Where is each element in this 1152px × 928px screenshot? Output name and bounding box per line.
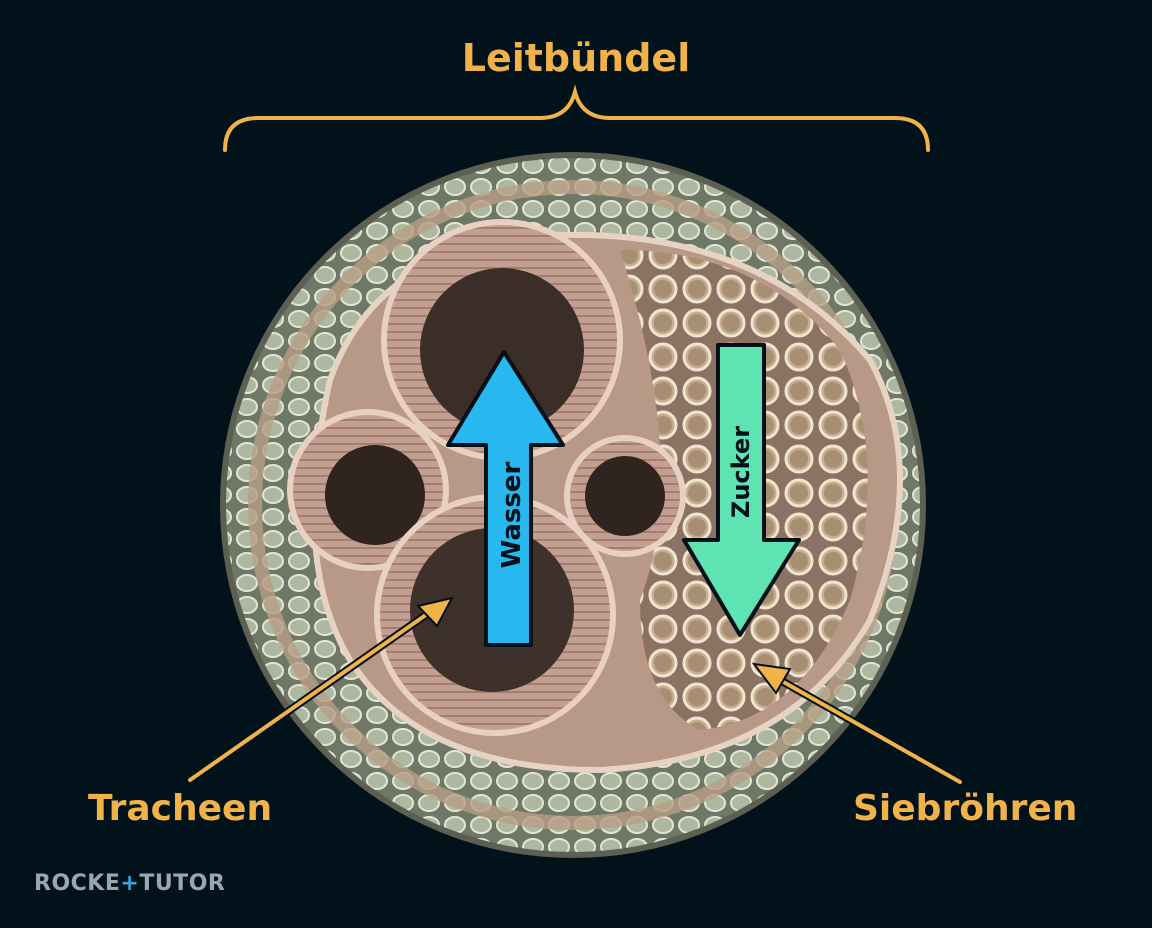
up-arrow-label: Wasser <box>497 461 527 568</box>
tracheen-label: Tracheen <box>88 788 273 829</box>
arrow-down-icon <box>682 343 801 637</box>
siebroehren-pointer <box>751 662 964 786</box>
siebroehren-label: Siebröhren <box>853 788 1078 829</box>
title-label: Leitbündel <box>461 36 691 80</box>
tracheen-pointer <box>186 596 454 784</box>
down-arrow-label: Zucker <box>727 426 755 518</box>
brand-logo: ROCKE+TUTOR <box>34 871 225 896</box>
brand-text-start: ROCKE <box>34 871 121 896</box>
brand-text-end: TUTOR <box>139 871 226 896</box>
brand-plus-icon: + <box>120 871 140 896</box>
curly-brace-icon <box>223 84 930 152</box>
arrow-up-icon <box>446 350 565 647</box>
